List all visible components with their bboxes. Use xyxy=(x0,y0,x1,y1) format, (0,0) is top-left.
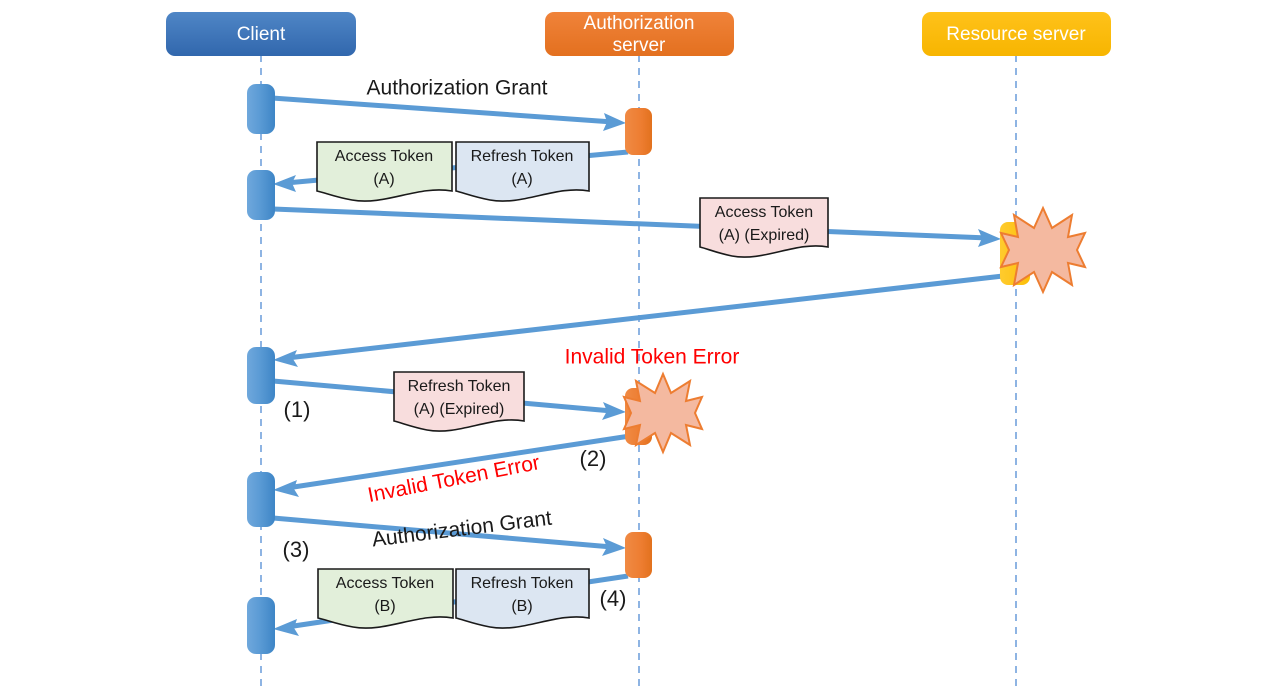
note-access-token-a-line1: Access Token xyxy=(335,148,433,165)
step-label-2: (2) xyxy=(580,446,607,471)
activation-bar-client-1[interactable] xyxy=(247,84,275,134)
note-access-token-a-expired-line1: Access Token xyxy=(715,204,813,221)
actor-label-resource-server: Resource server xyxy=(946,24,1086,45)
note-access-token-b-line1: Access Token xyxy=(336,575,434,592)
burst-group xyxy=(622,205,1087,455)
actor-label-authorization-server-line2: server xyxy=(613,35,666,56)
note-refresh-token-a-line1: Refresh Token xyxy=(471,148,574,165)
burst-icon-authorization-server xyxy=(622,371,704,455)
message-label-authorization-grant-3: Authorization Grant xyxy=(371,507,554,552)
message-authorization-grant-1[interactable] xyxy=(271,95,626,131)
step-label-1: (1) xyxy=(284,397,311,422)
note-refresh-token-a-expired-line1: Refresh Token xyxy=(408,378,511,395)
note-access-token-a-expired[interactable]: Access Token (A) (Expired) xyxy=(699,197,829,258)
message-authorization-grant-3[interactable] xyxy=(272,515,626,556)
note-refresh-token-a-expired[interactable]: Refresh Token (A) (Expired) xyxy=(393,371,525,432)
message-label-authorization-grant-1: Authorization Grant xyxy=(367,77,548,100)
activation-bar-authorization-server-1[interactable] xyxy=(625,108,652,155)
error-label-invalid-token-error-2: Invalid Token Error xyxy=(366,451,542,507)
actor-header-client[interactable]: Client xyxy=(166,12,356,56)
burst-icon-resource-server xyxy=(999,205,1087,295)
note-access-token-b[interactable]: Access Token (B) xyxy=(317,568,454,629)
note-access-token-a-expired-line2: (A) (Expired) xyxy=(719,227,810,244)
note-refresh-token-a-line2: (A) xyxy=(511,171,532,188)
activation-bar-client-3[interactable] xyxy=(247,347,275,404)
message-auth-invalid-token-error-2[interactable] xyxy=(273,433,631,497)
note-refresh-token-b[interactable]: Refresh Token (B) xyxy=(455,568,590,629)
message-resource-invalid-token-error[interactable] xyxy=(273,273,1004,367)
actor-label-client: Client xyxy=(237,24,286,45)
note-refresh-token-b-line1: Refresh Token xyxy=(471,575,574,592)
note-refresh-token-b-line2: (B) xyxy=(511,598,532,615)
step-label-3: (3) xyxy=(283,537,310,562)
note-refresh-token-a-expired-line2: (A) (Expired) xyxy=(414,401,505,418)
actor-header-authorization-server[interactable]: Authorization server xyxy=(545,12,734,56)
activation-bar-client-2[interactable] xyxy=(247,170,275,220)
message-access-token-expired-request[interactable] xyxy=(272,206,1001,247)
note-access-token-a[interactable]: Access Token (A) xyxy=(316,141,453,202)
note-refresh-token-a[interactable]: Refresh Token (A) xyxy=(455,141,590,202)
activation-bar-authorization-server-3[interactable] xyxy=(625,532,652,578)
note-access-token-a-line2: (A) xyxy=(373,171,394,188)
actor-header-resource-server[interactable]: Resource server xyxy=(922,12,1111,56)
note-access-token-b-line2: (B) xyxy=(374,598,395,615)
error-label-invalid-token-error-1: Invalid Token Error xyxy=(565,346,740,369)
notes-group: Access Token (A) Refresh Token (A) Acces… xyxy=(316,141,829,629)
actor-label-authorization-server-line1: Authorization xyxy=(584,13,695,34)
activation-bar-client-5[interactable] xyxy=(247,597,275,654)
step-label-4: (4) xyxy=(600,586,627,611)
activation-bar-client-4[interactable] xyxy=(247,472,275,527)
